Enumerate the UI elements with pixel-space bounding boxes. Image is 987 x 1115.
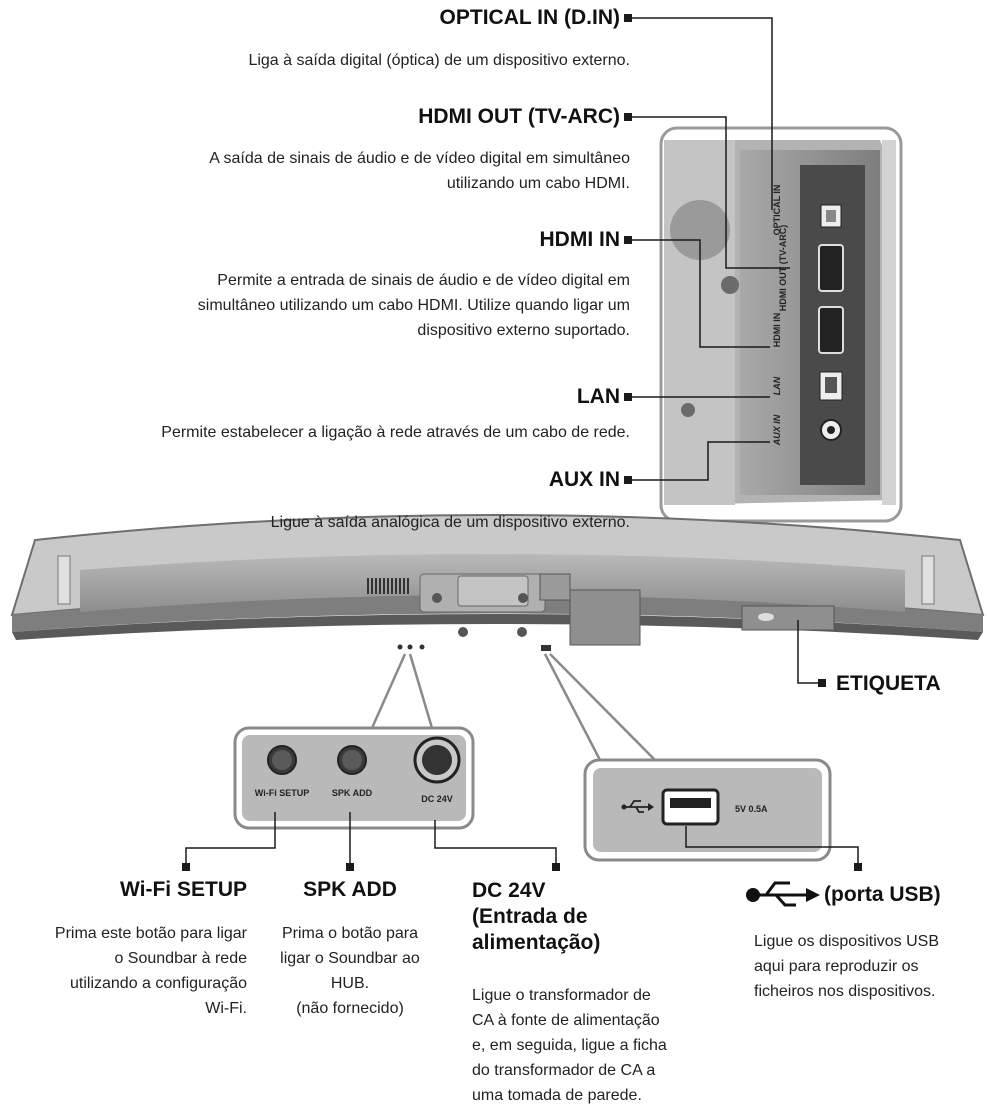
panel-label-lan: LAN: [772, 376, 782, 395]
spk-add-description: Prima o botão para ligar o Soundbar ao H…: [280, 925, 420, 1017]
top-leader-lines: [632, 17, 790, 481]
aux-in-description: Ligue à saída analógica de um dispositiv…: [270, 514, 630, 531]
usb-icon: [625, 800, 648, 813]
wifi-setup-heading: Wi-Fi SETUP: [120, 878, 247, 901]
optical-in-description: Liga à saída digital (óptica) de um disp…: [248, 52, 630, 69]
rear-control-panel: Wi-Fi SETUP SPK ADD DC 24V: [233, 726, 475, 830]
hdmi-in-heading: HDMI IN: [539, 228, 621, 251]
usb-symbol-icon: [746, 881, 820, 907]
lan-heading: LAN: [576, 385, 620, 408]
panel-label-aux: AUX IN: [772, 414, 782, 446]
lan-description: Permite estabelecer a ligação à rede atr…: [161, 424, 630, 441]
usb-port-heading: (porta USB): [824, 883, 941, 906]
panel-label-dc: DC 24V: [421, 794, 453, 804]
port-zoom-panel: OPTICAL IN HDMI OUT (TV-ARC) HDMI IN LAN…: [659, 126, 903, 523]
dc-24v-description: Ligue o transformador de CA à fonte de a…: [472, 987, 667, 1104]
soundbar: [10, 514, 985, 651]
usb-panel: 5V 0.5A: [583, 758, 832, 862]
spk-add-heading: SPK ADD: [303, 878, 397, 901]
wifi-setup-description: Prima este botão para ligar o Soundbar à…: [54, 925, 247, 1017]
aux-in-heading: AUX IN: [548, 468, 620, 491]
panel-label-usb: 5V 0.5A: [735, 804, 768, 814]
panel-label-wifi: Wi-Fi SETUP: [255, 788, 309, 798]
panel-label-hdmi-in: HDMI IN: [772, 313, 782, 348]
hdmi-out-heading: HDMI OUT (TV-ARC): [418, 105, 620, 128]
usb-port-description: Ligue os dispositivos USB aqui para repr…: [754, 933, 939, 1000]
optical-in-heading: OPTICAL IN (D.IN): [439, 6, 620, 29]
panel-label-optical: OPTICAL IN: [772, 185, 782, 236]
hdmi-out-description: A saída de sinais de áudio e de vídeo di…: [209, 150, 630, 192]
hdmi-in-description: Permite a entrada de sinais de áudio e d…: [197, 272, 630, 339]
panel-label-spk: SPK ADD: [332, 788, 373, 798]
dc-24v-heading: DC 24V (Entrada de alimentação): [472, 879, 601, 954]
etiqueta-label: ETIQUETA: [836, 672, 941, 695]
